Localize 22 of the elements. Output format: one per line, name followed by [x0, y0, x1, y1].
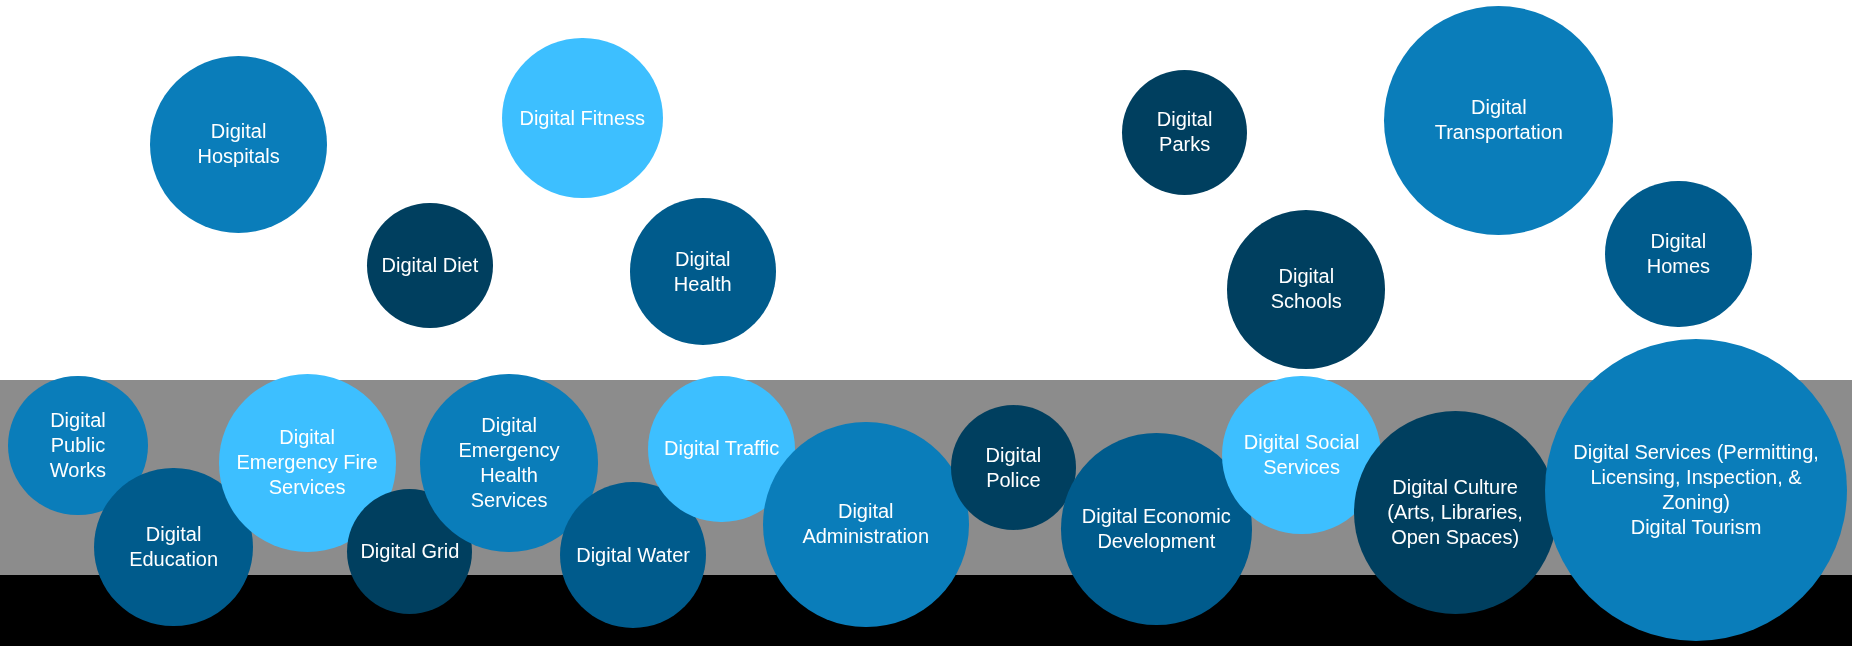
bubble-label: Digital Traffic — [663, 436, 781, 462]
bubble-label: Digital Services (Permitting, Licensing, Inspection, & Zoning) — [1572, 440, 1820, 516]
bubble-label: Digital Water — [575, 542, 691, 568]
bubble-label: Digital Transportation — [1433, 95, 1564, 146]
bubble-label: Digital Economic Development — [1080, 504, 1232, 555]
bubble-label: Digital Emergency Fire Services — [235, 425, 379, 501]
bubble-label: Digital Public Works — [48, 407, 108, 483]
bubble-label: Digital Culture (Arts, Libraries, Open Spaces) — [1386, 475, 1524, 551]
bubble-label: Digital Social Services — [1242, 429, 1361, 480]
bubble-label: Digital Administration — [801, 499, 931, 550]
bubble-label: Digital Police — [984, 442, 1043, 493]
bubble-label: Digital Fitness — [518, 105, 647, 131]
bubble-label: Digital Education — [128, 521, 220, 572]
bubble-label: Digital Hospitals — [196, 119, 281, 170]
bubble-label: Digital Homes — [1645, 228, 1712, 279]
bubble-label: Digital Parks — [1155, 107, 1214, 158]
bubble-label: Digital Health — [672, 246, 733, 297]
bubble-label: Digital Diet — [380, 253, 480, 279]
bubble-label: Digital Schools — [1269, 264, 1343, 315]
bubble-label: Digital Grid — [359, 539, 461, 565]
bubble-label: Digital Emergency Health Services — [457, 413, 561, 513]
bubble-label: Digital Tourism — [1629, 515, 1763, 541]
